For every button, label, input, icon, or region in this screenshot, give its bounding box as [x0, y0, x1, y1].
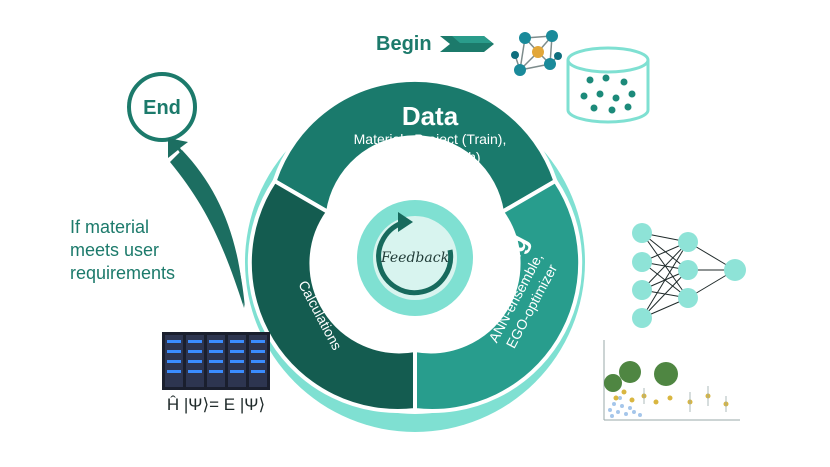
condition-line-1: If material: [70, 217, 149, 237]
data-segment: [272, 77, 558, 216]
condition-line-2: meets user: [70, 240, 159, 260]
modeling-segment: [413, 178, 583, 413]
schrodinger-equation: Ĥ |Ψ⟩= E |Ψ⟩: [167, 395, 265, 414]
center-label: Feedback: [380, 250, 449, 266]
neural-network-icon: [632, 223, 746, 328]
center-hub: [373, 216, 457, 300]
crystal-structure-icon: [511, 30, 562, 76]
feedback-arrowhead: [398, 212, 413, 232]
begin-chevron-highlight: [452, 36, 492, 43]
end-label: End: [143, 97, 181, 119]
data-line-1: Materials Project (Train),: [354, 131, 507, 147]
supercomputer-icon: [162, 332, 270, 390]
condition-line-3: requirements: [70, 263, 175, 283]
cycle-wheel: Feedback: [245, 77, 585, 432]
feedback-loop-arrow: [376, 219, 454, 296]
scatter-plot-icon: [603, 340, 740, 421]
begin-label: Begin: [376, 33, 432, 55]
end-circle: [127, 72, 197, 142]
data-line-2: OQMD (Search): [379, 149, 480, 165]
dfpt-segment: [247, 178, 417, 413]
database-icon: [566, 46, 650, 124]
data-title: Data: [402, 101, 459, 131]
return-arrow-body: [170, 150, 244, 308]
